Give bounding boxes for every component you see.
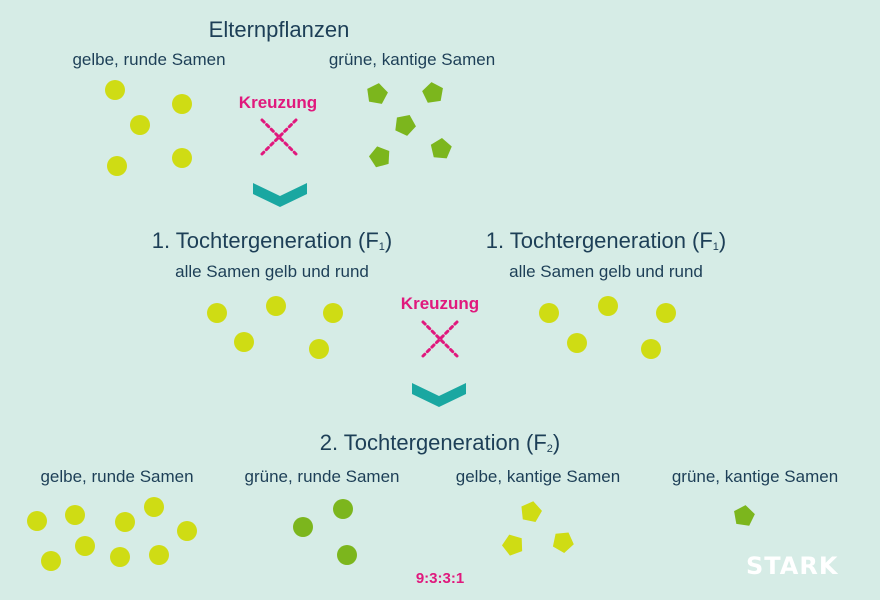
yellow-round-seed bbox=[105, 80, 125, 100]
f1-title-text: 1. Tochtergeneration (F bbox=[151, 228, 379, 253]
cross-symbol bbox=[421, 320, 459, 358]
f1-title-close: ) bbox=[384, 228, 393, 253]
yellow-angular-seed bbox=[501, 534, 523, 556]
green-angular-seed bbox=[367, 83, 388, 104]
yellow-round-seed bbox=[149, 545, 169, 565]
f1-label-left: alle Samen gelb und rund bbox=[175, 262, 369, 281]
yellow-round-seed bbox=[309, 339, 329, 359]
green-round-seed bbox=[337, 545, 357, 565]
stark-logo: STARK bbox=[746, 552, 839, 580]
yellow-angular-seed bbox=[521, 501, 542, 523]
yellow-round-seed bbox=[207, 303, 227, 323]
yellow-round-seed bbox=[107, 156, 127, 176]
f1-left-yellow-round-seeds bbox=[207, 296, 343, 359]
green-angular-seed bbox=[395, 115, 416, 136]
yellow-round-seed bbox=[110, 547, 130, 567]
f2-title-subscript: 2 bbox=[546, 443, 553, 455]
f1-title-subscript: 1 bbox=[712, 241, 719, 253]
parents-right-label: grüne, kantige Samen bbox=[328, 50, 496, 69]
yellow-round-seed bbox=[539, 303, 559, 323]
arrow-down-icon bbox=[253, 183, 307, 207]
f1-title-subscript: 1 bbox=[378, 241, 385, 253]
f1-label-right: alle Samen gelb und rund bbox=[509, 262, 703, 281]
f2-green-angular-seeds bbox=[734, 505, 755, 526]
f1-title-right: 1. Tochtergeneration (F1) bbox=[486, 230, 727, 253]
yellow-round-seed bbox=[641, 339, 661, 359]
cross-label: Kreuzung bbox=[400, 294, 480, 313]
f2-group-label: grüne, kantige Samen bbox=[671, 467, 839, 486]
f2-green-round-seeds bbox=[293, 499, 357, 565]
yellow-round-seed bbox=[656, 303, 676, 323]
f2-group-label: gelbe, runde Samen bbox=[40, 467, 194, 486]
yellow-round-seed bbox=[27, 511, 47, 531]
parents-left-label: gelbe, runde Samen bbox=[72, 50, 226, 69]
f1-title-text: 1. Tochtergeneration (F bbox=[485, 228, 713, 253]
f1-title-close: ) bbox=[718, 228, 727, 253]
yellow-round-seed bbox=[172, 148, 192, 168]
yellow-round-seed bbox=[130, 115, 150, 135]
cross-symbol bbox=[260, 118, 298, 156]
f2-title-close: ) bbox=[552, 430, 561, 455]
yellow-round-seed bbox=[567, 333, 587, 353]
cross-label: Kreuzung bbox=[238, 93, 318, 112]
f1-title-left: 1. Tochtergeneration (F1) bbox=[152, 230, 393, 253]
green-angular-seed bbox=[430, 138, 452, 159]
parent-yellow-round-seeds bbox=[105, 80, 192, 176]
f2-title-text: 2. Tochtergeneration (F bbox=[319, 430, 547, 455]
green-angular-seed bbox=[422, 82, 443, 103]
yellow-round-seed bbox=[177, 521, 197, 541]
parents-title: Elternpflanzen bbox=[208, 17, 350, 42]
yellow-angular-seed bbox=[552, 532, 574, 553]
yellow-round-seed bbox=[323, 303, 343, 323]
green-angular-seed bbox=[368, 146, 390, 168]
f2-yellow-round-seeds bbox=[27, 497, 197, 571]
yellow-round-seed bbox=[266, 296, 286, 316]
green-angular-seed bbox=[734, 505, 755, 526]
f1-right-yellow-round-seeds bbox=[539, 296, 676, 359]
yellow-round-seed bbox=[115, 512, 135, 532]
yellow-round-seed bbox=[41, 551, 61, 571]
yellow-round-seed bbox=[598, 296, 618, 316]
f2-title: 2. Tochtergeneration (F2) bbox=[320, 432, 561, 455]
yellow-round-seed bbox=[65, 505, 85, 525]
green-round-seed bbox=[293, 517, 313, 537]
ratio-label: 9:3:3:1 bbox=[415, 570, 465, 587]
f2-group-label: gelbe, kantige Samen bbox=[455, 467, 621, 486]
yellow-round-seed bbox=[75, 536, 95, 556]
f2-yellow-angular-seeds bbox=[501, 501, 574, 556]
yellow-round-seed bbox=[144, 497, 164, 517]
arrow-down-icon bbox=[412, 383, 466, 407]
yellow-round-seed bbox=[234, 332, 254, 352]
yellow-round-seed bbox=[172, 94, 192, 114]
parent-green-angular-seeds bbox=[367, 82, 452, 168]
f2-group-label: grüne, runde Samen bbox=[244, 467, 400, 486]
green-round-seed bbox=[333, 499, 353, 519]
